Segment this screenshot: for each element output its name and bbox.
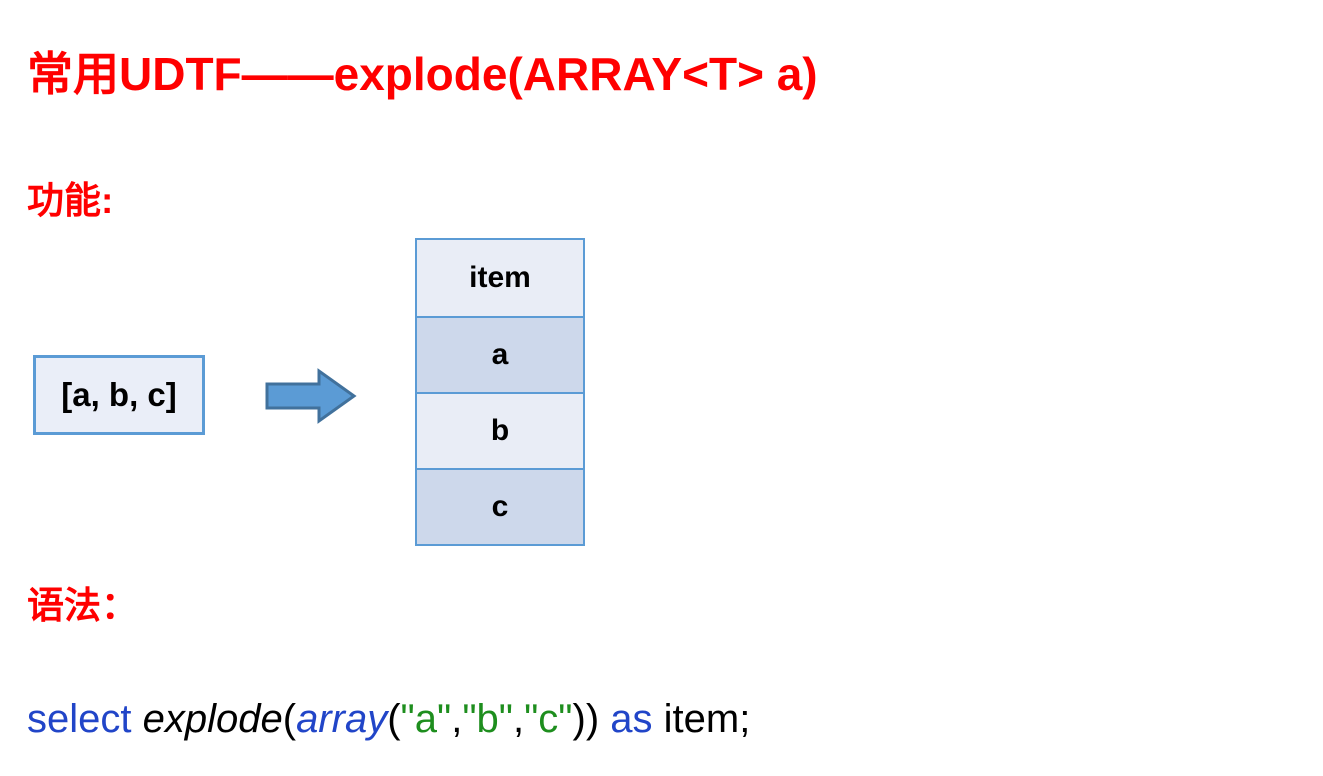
code-token: "a"	[400, 697, 452, 741]
array-input-text: [a, b, c]	[61, 376, 177, 413]
code-token: (	[387, 697, 401, 741]
table-row-cell: a	[417, 316, 583, 392]
right-arrow-icon	[265, 368, 357, 424]
array-input-box: [a, b, c]	[33, 355, 205, 435]
code-token: select	[27, 697, 143, 741]
page-title: 常用UDTF——explode(ARRAY<T> a)	[27, 48, 818, 100]
code-token: ,	[451, 697, 463, 741]
table-header-cell: item	[417, 240, 583, 316]
syntax-label: 语法：	[27, 585, 138, 626]
table-row-cell: c	[417, 468, 583, 544]
function-label: 功能:	[27, 180, 114, 221]
code-token: "c"	[524, 697, 573, 741]
sql-code-line: select explode(array("a","b","c")) as it…	[27, 697, 750, 742]
code-token: (	[282, 697, 297, 741]
code-token: array	[296, 697, 388, 741]
code-token: ,	[512, 697, 525, 741]
table-row-cell: b	[417, 392, 583, 468]
code-token: "b"	[462, 697, 513, 741]
code-token: explode	[142, 697, 283, 741]
code-token: item;	[652, 697, 751, 741]
code-token: as	[610, 697, 653, 741]
code-token: ))	[572, 697, 611, 741]
